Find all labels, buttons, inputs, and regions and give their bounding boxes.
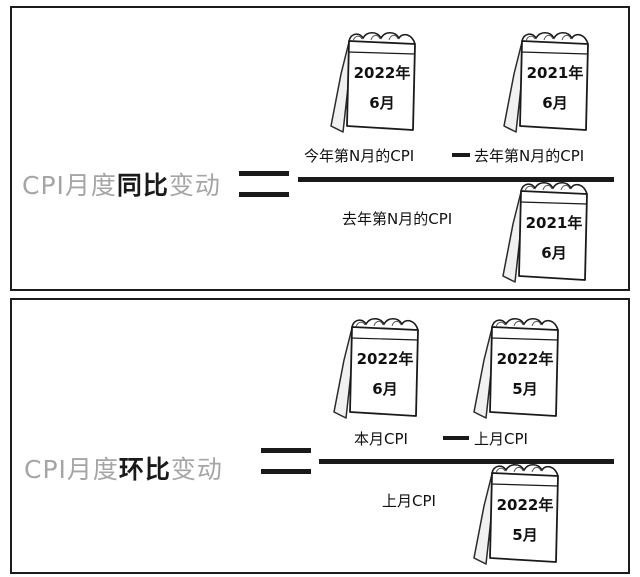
mom-fraction-line — [319, 459, 614, 464]
yoy-equals-sign — [239, 171, 289, 197]
calendar-icon: 2022年 6月 — [327, 30, 419, 140]
minus-sign — [443, 436, 469, 440]
calendar-month: 5月 — [512, 526, 538, 544]
calendar-icon-graphic — [333, 317, 419, 419]
calendar-year: 2021年 — [526, 64, 584, 82]
mom-formula-panel: CPI月度环比变动 2022年 6月 2022年 5月 本月CPI 上月CPI … — [10, 298, 630, 574]
mom-lhs-suffix: 变动 — [170, 455, 223, 484]
calendar-month: 6月 — [369, 94, 395, 112]
calendar-year: 2022年 — [496, 350, 554, 368]
yoy-denominator: 去年第N月的CPI — [342, 210, 453, 228]
minus-sign — [452, 153, 470, 157]
mom-numerator-right: 上月CPI — [474, 430, 528, 448]
yoy-lhs-prefix: CPI月度 — [22, 171, 117, 200]
mom-lhs-label: CPI月度环比变动 — [24, 450, 223, 486]
yoy-numerator-left: 今年第N月的CPI — [304, 147, 415, 165]
mom-lhs-emphasis: 环比 — [118, 455, 171, 484]
calendar-year: 2022年 — [496, 496, 554, 514]
yoy-lhs-suffix: 变动 — [168, 171, 221, 200]
calendar-icon: 2022年 6月 — [330, 316, 422, 426]
calendar-icon-graphic — [473, 463, 559, 565]
calendar-icon: 2021年 6月 — [500, 30, 592, 140]
yoy-lhs-emphasis: 同比 — [116, 171, 169, 200]
calendar-icon-graphic — [330, 31, 416, 133]
yoy-formula-panel: CPI月度同比变动 2022年 6月 2021年 6月 今年第N月的CPI 去年… — [10, 6, 630, 291]
yoy-numerator-right: 去年第N月的CPI — [474, 147, 585, 165]
calendar-month: 6月 — [542, 94, 568, 112]
calendar-year: 2022年 — [356, 350, 414, 368]
calendar-month: 6月 — [372, 380, 398, 398]
calendar-year: 2021年 — [525, 214, 583, 232]
calendar-icon-graphic — [503, 31, 589, 133]
calendar-icon: 2021年 6月 — [499, 180, 591, 290]
mom-denominator: 上月CPI — [382, 492, 436, 510]
calendar-year: 2022年 — [353, 64, 411, 82]
calendar-icon-graphic — [473, 317, 559, 419]
calendar-month: 5月 — [512, 380, 538, 398]
calendar-icon-graphic — [502, 181, 588, 283]
mom-lhs-prefix: CPI月度 — [24, 455, 119, 484]
calendar-month: 6月 — [541, 244, 567, 262]
mom-equals-sign — [261, 448, 311, 474]
yoy-lhs-label: CPI月度同比变动 — [22, 166, 221, 202]
mom-numerator-left: 本月CPI — [354, 430, 408, 448]
calendar-icon: 2022年 5月 — [470, 316, 562, 426]
yoy-fraction-line — [298, 177, 614, 182]
calendar-icon: 2022年 5月 — [470, 462, 562, 572]
